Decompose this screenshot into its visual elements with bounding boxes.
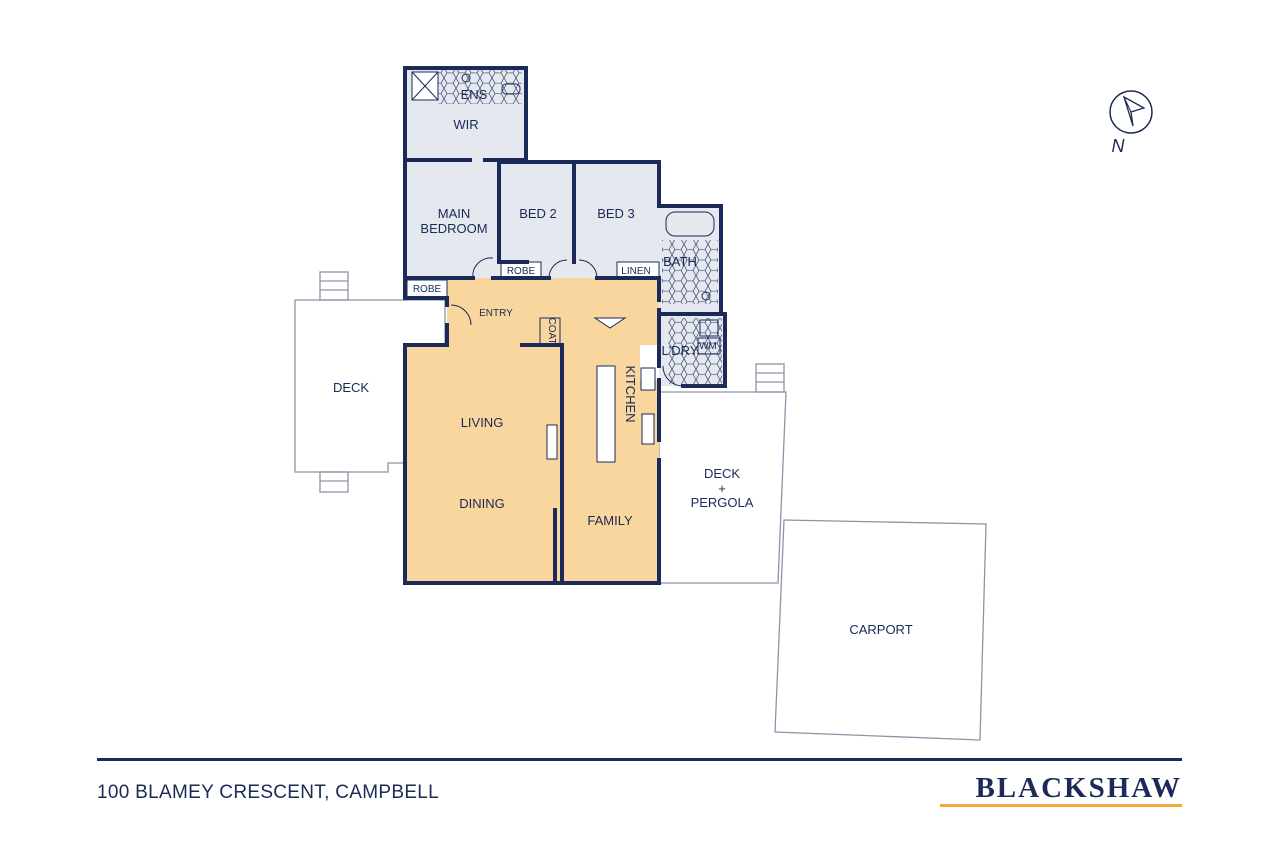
label-main-bedroom-2: BEDROOM	[420, 221, 487, 236]
brand-underline	[940, 804, 1182, 807]
carport	[774, 519, 987, 741]
label-main-bedroom-1: MAIN	[438, 206, 471, 221]
label-coat: COAT	[546, 317, 557, 344]
label-ens: ENS	[461, 87, 488, 102]
living-area-fill	[407, 278, 659, 583]
label-kitchen: KITCHEN	[623, 365, 638, 422]
property-address: 100 BLAMEY CRESCENT, CAMPBELL	[97, 782, 440, 803]
label-bed2: BED 2	[519, 206, 557, 221]
label-deck-pergola-3: PERGOLA	[691, 495, 754, 510]
label-robe-bed2: ROBE	[507, 266, 536, 277]
label-ldry: L'DRY	[662, 343, 699, 358]
label-wir: WIR	[453, 117, 478, 132]
brand-logo: BLACKSHAW	[975, 772, 1182, 804]
label-entry: ENTRY	[479, 308, 513, 319]
compass-circle	[1109, 90, 1153, 134]
compass-label: N	[1112, 136, 1126, 156]
label-linen: LINEN	[621, 266, 650, 277]
deck-pergola-step	[755, 363, 785, 393]
footer-rule	[97, 758, 1182, 761]
deck-west-step-bottom	[319, 471, 349, 493]
label-living: LIVING	[461, 415, 504, 430]
walls	[403, 66, 727, 585]
label-bath: BATH	[663, 254, 697, 269]
fixtures	[406, 71, 721, 463]
compass: N	[1109, 90, 1153, 156]
label-family: FAMILY	[587, 513, 633, 528]
room-labels: ENS WIR MAIN BEDROOM BED 2 BED 3 ROBE RO…	[333, 87, 913, 637]
label-robe-main: ROBE	[413, 284, 442, 295]
deck-west-step-top	[319, 271, 349, 301]
room-fills	[407, 70, 725, 583]
label-deck-west: DECK	[333, 380, 369, 395]
label-dining: DINING	[459, 496, 505, 511]
label-bed3: BED 3	[597, 206, 635, 221]
compass-arrow-icon	[1122, 95, 1146, 127]
label-deck-pergola-2: +	[718, 481, 726, 496]
label-carport: CARPORT	[849, 622, 912, 637]
label-wm: WM	[699, 341, 717, 352]
label-deck-pergola-1: DECK	[704, 466, 740, 481]
